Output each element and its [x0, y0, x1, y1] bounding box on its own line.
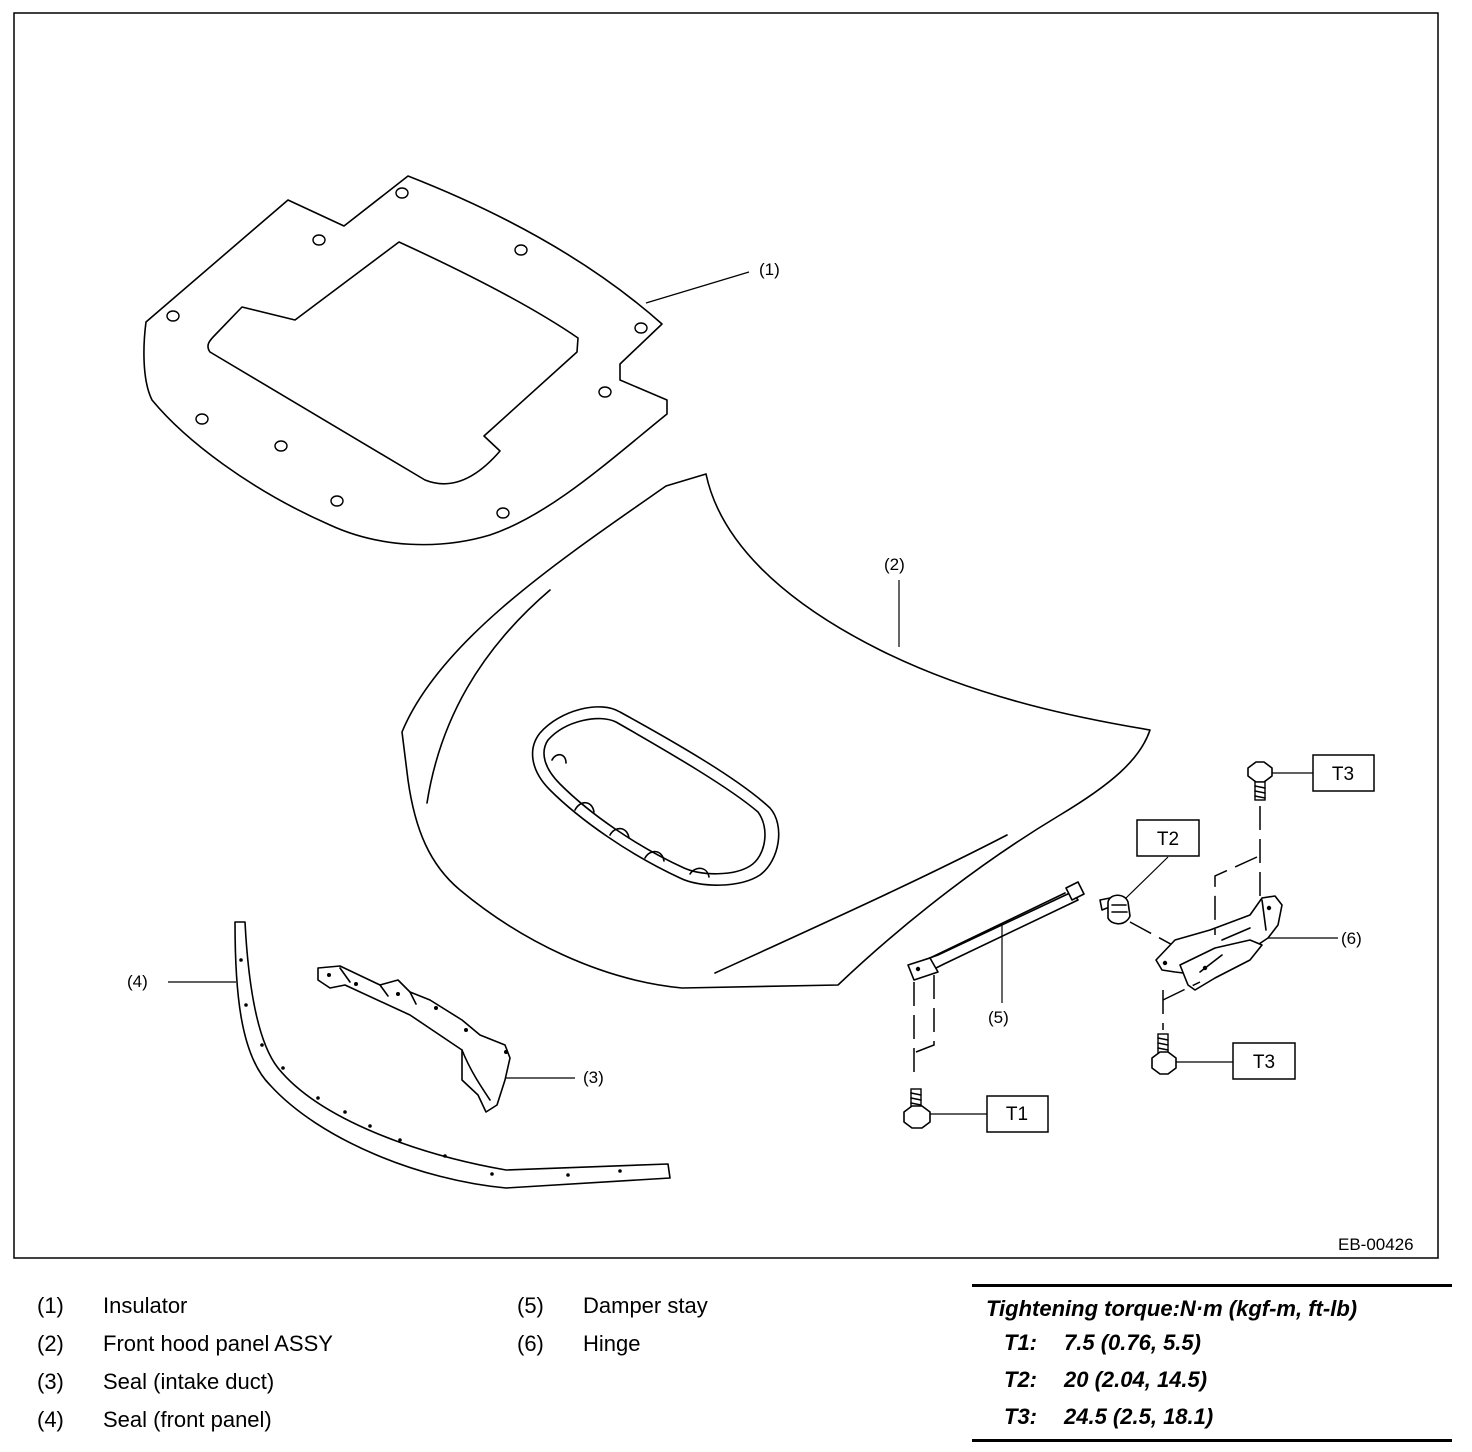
tightening-torque-table: Tightening torque:N·m (kgf-m, ft-lb) T1:…	[972, 1284, 1452, 1442]
legend-left: (1) Insulator (2) Front hood panel ASSY (3…	[37, 1287, 333, 1439]
t3-bottom-bolt	[1151, 1033, 1177, 1075]
torque-row: T1: 7.5 (0.76, 5.5)	[972, 1324, 1452, 1361]
t2-fastener	[1099, 894, 1131, 925]
legend-item: (6) Hinge	[517, 1325, 708, 1363]
t2-box	[1136, 819, 1200, 857]
intake-duct-seal-part	[317, 965, 511, 1113]
legend-middle: (5) Damper stay (6) Hinge	[517, 1287, 708, 1363]
torque-row: T2: 20 (2.04, 14.5)	[972, 1361, 1452, 1398]
legend-label: Seal (intake duct)	[103, 1369, 275, 1394]
legend-label: Damper stay	[583, 1293, 708, 1318]
t3-top-label: T3	[1332, 764, 1354, 785]
callout-1: (1)	[759, 260, 780, 279]
torque-row: T3: 24.5 (2.5, 18.1)	[972, 1398, 1452, 1435]
legend-number: (2)	[37, 1331, 64, 1356]
t1-box	[986, 1095, 1049, 1133]
legend-label: Seal (front panel)	[103, 1407, 272, 1432]
legend-label: Insulator	[103, 1293, 188, 1318]
illustration-code: EB-00426	[1338, 1235, 1414, 1254]
t3-top-dashed-b	[1214, 856, 1258, 935]
t2-label: T2	[1157, 829, 1179, 850]
t3-top-bolt	[1247, 761, 1273, 801]
leader-1	[645, 271, 750, 304]
callout-2: (2)	[884, 555, 905, 574]
legend-label: Front hood panel ASSY	[103, 1331, 333, 1356]
hood-panel-part	[401, 473, 1151, 989]
insulator-part	[143, 175, 668, 546]
torque-key: T1:	[1004, 1330, 1037, 1355]
legend-item: (1) Insulator	[37, 1287, 333, 1325]
t1-dashed-b	[915, 975, 935, 1053]
legend-item: (5) Damper stay	[517, 1287, 708, 1325]
legend-item: (3) Seal (intake duct)	[37, 1363, 333, 1401]
legend-item: (2) Front hood panel ASSY	[37, 1325, 333, 1363]
t1-label: T1	[1006, 1104, 1028, 1125]
torque-value: 24.5 (2.5, 18.1)	[1064, 1404, 1214, 1429]
callout-6: (6)	[1341, 929, 1362, 948]
leader-t2	[1125, 856, 1169, 899]
damper-stay-part	[907, 881, 1085, 981]
diagram-frame	[13, 12, 1439, 1259]
legend-number: (6)	[517, 1331, 544, 1356]
front-panel-seal-part	[234, 921, 671, 1189]
callout-3: (3)	[583, 1068, 604, 1087]
t1-bolt	[903, 1088, 931, 1129]
torque-key: T2:	[1004, 1367, 1037, 1392]
t3-bottom-dashed-b	[1162, 981, 1201, 1001]
torque-value: 20 (2.04, 14.5)	[1064, 1367, 1208, 1392]
legend-label: Hinge	[583, 1331, 641, 1356]
legend-item: (4) Seal (front panel)	[37, 1401, 333, 1439]
torque-value: 7.5 (0.76, 5.5)	[1064, 1330, 1201, 1355]
t3-bottom-label: T3	[1253, 1052, 1275, 1073]
legend-number: (4)	[37, 1407, 64, 1432]
t2-dashed-line	[1129, 921, 1179, 949]
t3-top-box	[1312, 754, 1375, 792]
callout-5: (5)	[988, 1008, 1009, 1027]
t3-bottom-box	[1232, 1042, 1296, 1080]
legend-number: (5)	[517, 1293, 544, 1318]
torque-table-title: Tightening torque:N·m (kgf-m, ft-lb)	[986, 1296, 1358, 1321]
torque-key: T3:	[1004, 1404, 1037, 1429]
legend-number: (1)	[37, 1293, 64, 1318]
callout-4: (4)	[127, 972, 148, 991]
legend-number: (3)	[37, 1369, 64, 1394]
hinge-part	[1155, 895, 1283, 991]
